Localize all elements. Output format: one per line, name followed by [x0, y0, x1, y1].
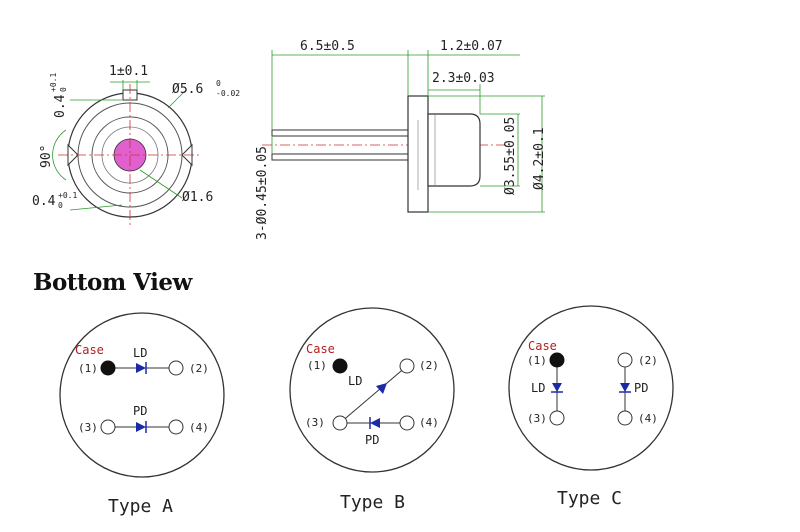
- type-a-pd-label: PD: [133, 404, 147, 418]
- type-b-pd-label: PD: [365, 433, 379, 447]
- dim-notch-depth-top-tol-upper: +0.1: [49, 73, 58, 92]
- dim-outer-diameter: Ø5.6: [172, 82, 203, 97]
- type-b-name: Type B: [340, 492, 405, 513]
- type-c-outline: [508, 305, 674, 471]
- dim-lead-diameter: 3-Ø0.45±0.05: [255, 146, 270, 240]
- dim-notch-depth-bottom-tol-lower: 0: [58, 201, 63, 210]
- type-c-pin-4-label: (4): [638, 412, 658, 425]
- type-c-pin-2-label: (2): [638, 354, 658, 367]
- cap: [427, 113, 481, 187]
- type-b-pin-2-label: (2): [419, 359, 439, 372]
- type-b-ld-diode-icon: [376, 383, 387, 394]
- type-b-pin-4-label: (4): [419, 416, 439, 429]
- type-b-pin-3: [332, 415, 348, 431]
- dim-window-diameter: Ø1.6: [182, 190, 213, 205]
- side-view: 6.5±0.5 1.2±0.07 2.3±0.03 Ø3.55±0.05 Ø4.…: [255, 39, 547, 240]
- type-a-name: Type A: [108, 496, 173, 517]
- type-c-pin-1-label: (1): [527, 354, 547, 367]
- dim-outer-diameter-tol-upper: 0: [216, 79, 221, 88]
- type-b-outline: [289, 307, 455, 473]
- type-c-case-label: Case: [528, 339, 557, 353]
- dim-flange-thickness: 1.2±0.07: [440, 39, 503, 54]
- type-b-pin-3-label: (3): [305, 416, 325, 429]
- type-b-pin-2: [399, 358, 415, 374]
- type-b-pd-diode-icon: [369, 417, 380, 429]
- type-a-ld-label: LD: [133, 346, 147, 360]
- type-b-pin-1: [332, 358, 348, 374]
- dim-cap-diameter: Ø3.55±0.05: [503, 117, 518, 195]
- type-a-pin-1-label: (1): [78, 362, 98, 375]
- section-title: Bottom View: [33, 269, 194, 296]
- type-a-pin-3-label: (3): [78, 421, 98, 434]
- type-a-ld-diode-icon: [136, 362, 147, 374]
- type-a-pin-4-label: (4): [189, 421, 209, 434]
- type-c-pin-2: [617, 352, 633, 368]
- dim-notch-depth-bottom: 0.4: [32, 194, 56, 209]
- type-c-name: Type C: [557, 488, 622, 509]
- type-a-outline: [59, 312, 225, 478]
- dim-notch-depth-top: 0.4: [53, 94, 68, 118]
- lead-lower: [271, 153, 411, 161]
- type-c-pin-3: [549, 410, 565, 426]
- type-a-pin-1: [100, 360, 116, 376]
- type-b-ld-label: LD: [348, 374, 362, 388]
- type-b-case-label: Case: [306, 342, 335, 356]
- type-a-pd-diode-icon: [136, 421, 147, 433]
- type-c-pin-1: [549, 352, 565, 368]
- type-a-pin-2: [168, 360, 184, 376]
- type-c-pin-4: [617, 410, 633, 426]
- type-b-pin-1-label: (1): [307, 359, 327, 372]
- type-b-diagram: Case (1) (2) (3) (4) LD PD Type B: [289, 307, 455, 513]
- type-a-case-label: Case: [75, 343, 104, 357]
- dim-notch-depth-bottom-tol-upper: +0.1: [58, 191, 77, 200]
- dim-cap-length: 2.3±0.03: [432, 71, 495, 86]
- type-a-pin-2-label: (2): [189, 362, 209, 375]
- dim-notch-depth-top-tol-lower: 0: [59, 87, 68, 92]
- type-c-pin-3-label: (3): [527, 412, 547, 425]
- front-view: 1±0.1 Ø5.6 0 -0.02 0.4 +0.1 0 90° 0.4 +0…: [32, 64, 240, 226]
- type-c-ld-label: LD: [531, 381, 545, 395]
- lead-upper: [271, 129, 411, 137]
- dim-angle: 90°: [39, 145, 54, 168]
- dim-outer-diameter-tol-lower: -0.02: [216, 89, 240, 98]
- type-b-pin-4: [399, 415, 415, 431]
- type-a-pin-4: [168, 419, 184, 435]
- type-a-diagram: Case (1) (2) (3) (4) LD PD Type A: [59, 312, 225, 517]
- dim-body-diameter: Ø4.2±0.1: [532, 127, 547, 190]
- type-c-ld-diode-icon: [551, 383, 563, 393]
- type-a-pin-3: [100, 419, 116, 435]
- dim-notch-width: 1±0.1: [109, 64, 148, 79]
- type-c-diagram: Case (1) (2) (3) (4) LD PD Type C: [508, 305, 674, 509]
- type-c-pd-label: PD: [634, 381, 648, 395]
- type-c-pd-diode-icon: [619, 383, 631, 393]
- dim-lead-length: 6.5±0.5: [300, 39, 355, 54]
